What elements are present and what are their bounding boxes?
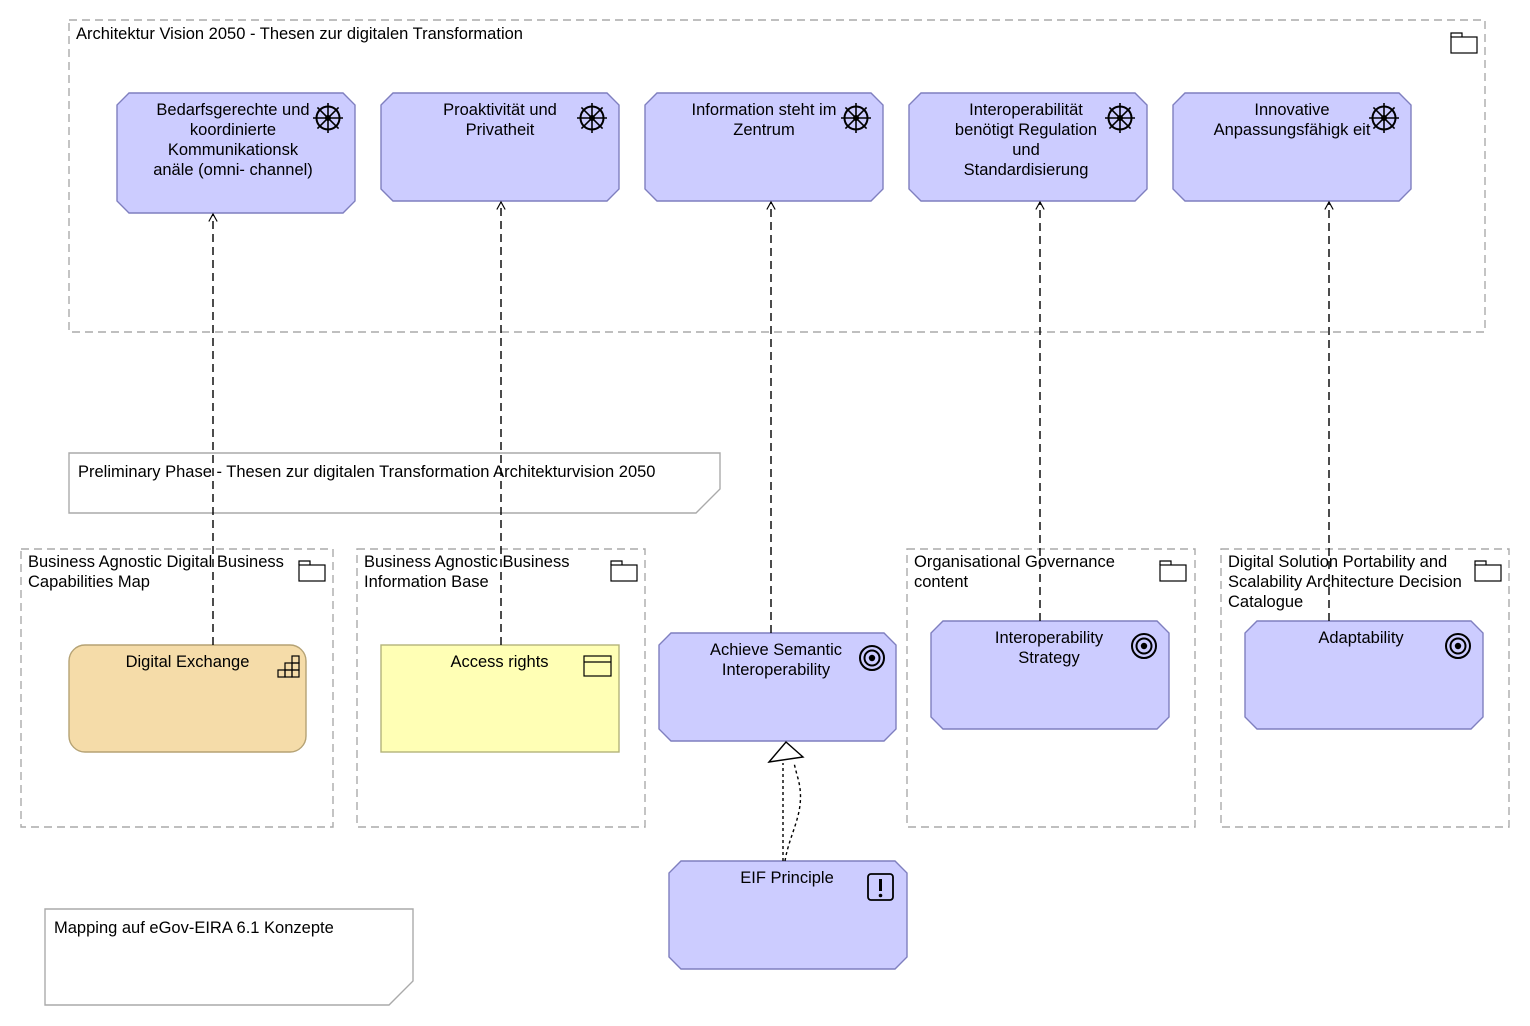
- business-object-access-rights[interactable]: [380, 644, 620, 753]
- goal-adaptability[interactable]: [1244, 620, 1484, 730]
- element-label-eif: EIF Principle: [740, 869, 834, 887]
- group-title-capmap: Business Agnostic Digital Business Capab…: [28, 553, 284, 591]
- group-title-vision: Architektur Vision 2050 - Thesen zur dig…: [76, 25, 523, 43]
- driver-label-d3: Information steht im Zentrum: [691, 101, 837, 139]
- driver-label-d5: Innovative Anpassungsfähigk eit: [1213, 101, 1371, 139]
- driver-icon: [1368, 102, 1400, 134]
- element-label-strategy: Interoperability Strategy: [994, 629, 1104, 667]
- business-object-icon: [583, 655, 612, 677]
- element-label-access: Access rights: [450, 653, 549, 671]
- group-title-portability: Digital Solution Portability and Scalabi…: [1228, 553, 1462, 611]
- note-phase-text: Preliminary Phase - Thesen zur digitalen…: [78, 463, 656, 481]
- driver-d2[interactable]: [380, 92, 620, 202]
- driver-label-d4: Interoperabilität benötigt Regulation un…: [954, 101, 1098, 179]
- group-vision[interactable]: [68, 19, 1486, 333]
- element-label-exchange: Digital Exchange: [125, 653, 250, 671]
- principle-icon: [867, 873, 894, 901]
- goal-icon: [1445, 633, 1471, 659]
- goal-achieve-semantic-interoperability[interactable]: [658, 632, 897, 742]
- group-portability[interactable]: [1220, 548, 1510, 828]
- driver-icon: [1104, 102, 1136, 134]
- driver-icon: [312, 102, 344, 134]
- driver-label-d1: Bedarfsgerechte und koordinierte Kommuni…: [153, 101, 313, 179]
- driver-d4[interactable]: [908, 92, 1148, 202]
- folder-icon: [1450, 32, 1478, 54]
- capability-icon: [277, 655, 300, 678]
- group-capmap[interactable]: [20, 548, 334, 828]
- element-label-semantic: Achieve Semantic Interoperability: [709, 641, 843, 679]
- driver-label-d2: Proaktivität und Privatheit: [443, 101, 557, 139]
- principle-eif[interactable]: [668, 860, 908, 970]
- driver-d3[interactable]: [644, 92, 884, 202]
- group-orggov[interactable]: [906, 548, 1196, 828]
- group-title-infobase: Business Agnostic Business Information B…: [364, 553, 570, 591]
- folder-icon: [1159, 560, 1187, 582]
- group-title-orggov: Organisational Governance content: [914, 553, 1115, 591]
- element-label-adapt: Adaptability: [1318, 629, 1404, 647]
- note-phase[interactable]: [68, 452, 721, 514]
- connector-eif-to-semantic[interactable]: [767, 741, 805, 862]
- note-mapping[interactable]: [44, 908, 414, 1006]
- note-mapping-text: Mapping auf eGov-EIRA 6.1 Konzepte: [54, 919, 334, 937]
- capability-digital-exchange[interactable]: [68, 644, 307, 753]
- driver-d1[interactable]: [116, 92, 356, 214]
- driver-d5[interactable]: [1172, 92, 1412, 202]
- goal-interoperability-strategy[interactable]: [930, 620, 1170, 730]
- folder-icon: [610, 560, 638, 582]
